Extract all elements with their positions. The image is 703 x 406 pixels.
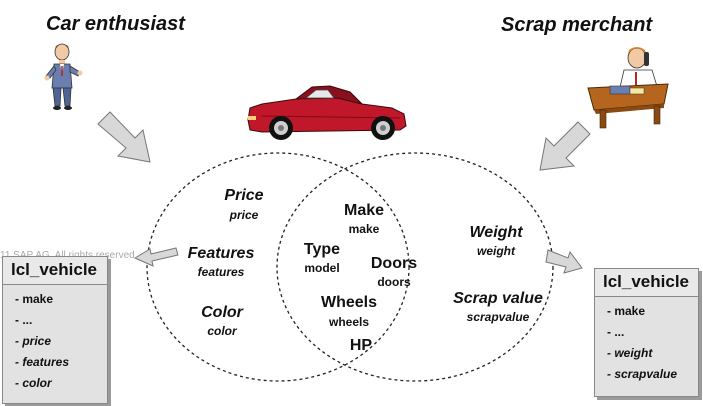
attribute-item: - features xyxy=(15,355,70,369)
class-name-right: lcl_vehicle xyxy=(595,269,698,297)
arrow-merchant-to-circle xyxy=(539,121,591,171)
label-make: Make xyxy=(343,202,385,219)
label-weight: Weight xyxy=(469,224,523,241)
label-features: Features xyxy=(187,245,255,262)
arrow-enthusiast-to-circle xyxy=(97,111,151,163)
attr-doors: doors xyxy=(377,275,411,289)
arrow-to-right-class xyxy=(545,249,583,274)
car-enthusiast-figure-icon xyxy=(44,43,83,110)
scrap-merchant-figure-icon xyxy=(587,47,669,129)
label-doors: Doors xyxy=(370,255,418,272)
merchant-circle xyxy=(276,152,554,382)
label-wheels: Wheels xyxy=(320,294,377,311)
label-hp: HP xyxy=(349,337,373,354)
attribute-item: - color xyxy=(15,376,52,390)
attr-make: make xyxy=(348,222,380,236)
label-type: Type xyxy=(303,241,341,258)
attr-wheels: wheels xyxy=(328,315,370,329)
attr-features: features xyxy=(197,265,245,279)
attribute-item: - scrapvalue xyxy=(607,367,678,381)
attr-price: price xyxy=(229,208,259,222)
enthusiast-circle xyxy=(146,152,410,382)
car-icon xyxy=(247,85,407,140)
attr-model: model xyxy=(304,261,340,275)
attribute-item: - ... xyxy=(607,325,625,339)
attribute-item: - make xyxy=(607,304,646,318)
label-scrap-value: Scrap value xyxy=(453,290,543,307)
class-box-right: lcl_vehicle - make - ... - weight - scra… xyxy=(594,268,699,397)
class-name-left: lcl_vehicle xyxy=(3,257,107,285)
label-price: Price xyxy=(224,187,264,204)
label-color: Color xyxy=(201,304,243,321)
attribute-item: - ... xyxy=(15,313,33,327)
attribute-item: - weight xyxy=(607,346,653,360)
attribute-item: - price xyxy=(15,334,52,348)
class-box-left: lcl_vehicle - make - ... - price - featu… xyxy=(2,256,108,404)
attribute-list-left: - make - ... - price - features - color xyxy=(3,285,107,394)
copyright-text: 11 SAP AG. All rights reserved. xyxy=(0,250,138,261)
attr-scrapvalue: scrapvalue xyxy=(466,310,530,324)
scrap-merchant-title: Scrap merchant xyxy=(501,14,653,36)
arrow-to-left-class xyxy=(133,247,179,267)
car-enthusiast-title: Car enthusiast xyxy=(46,13,185,35)
attribute-list-right: - make - ... - weight - scrapvalue xyxy=(595,297,698,385)
attribute-item: - make xyxy=(15,292,54,306)
attr-weight: weight xyxy=(477,244,515,258)
attr-color: color xyxy=(207,324,237,338)
